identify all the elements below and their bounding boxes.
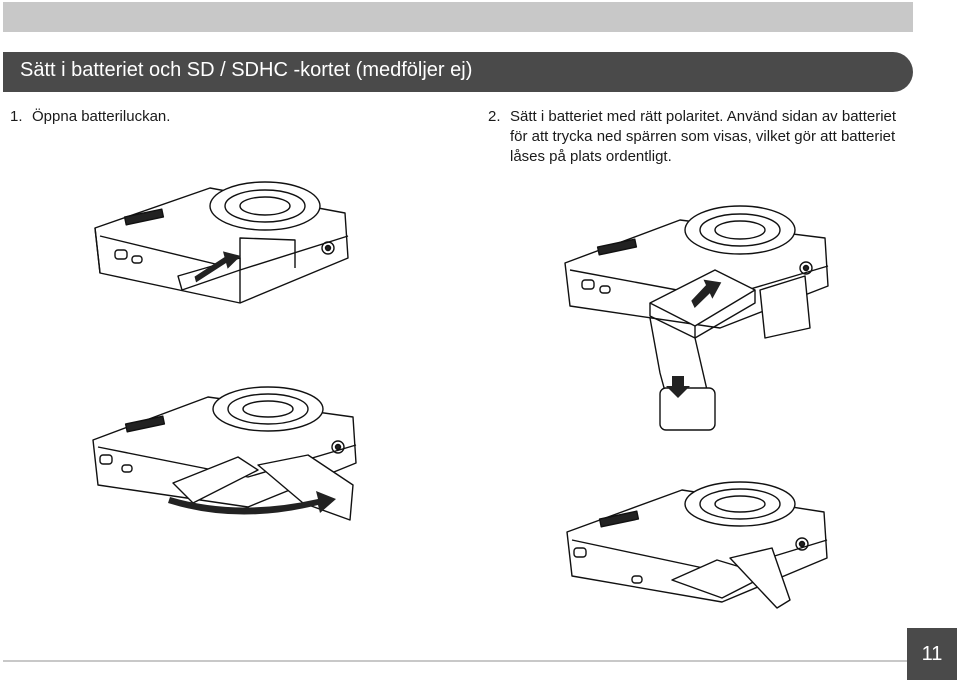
camera-battery-inserted bbox=[566, 481, 828, 609]
camera-close-battery-door bbox=[92, 386, 357, 521]
step-1: 1. Öppna batteriluckan. bbox=[10, 107, 170, 127]
section-header: Sätt i batteriet och SD / SDHC -kortet (… bbox=[3, 52, 913, 92]
top-bar bbox=[3, 2, 913, 32]
step-1-number: 1. bbox=[10, 108, 23, 125]
footer-line bbox=[3, 660, 908, 662]
step-1-text: Öppna batteriluckan. bbox=[32, 108, 171, 125]
step-2-number: 2. bbox=[488, 108, 501, 125]
step-2: 2. Sätt i batteriet med rätt polaritet. … bbox=[488, 107, 898, 167]
camera-insert-battery bbox=[564, 205, 829, 431]
page-number: 11 bbox=[907, 628, 957, 680]
section-title: Sätt i batteriet och SD / SDHC -kortet (… bbox=[20, 59, 473, 81]
camera-open-battery-door bbox=[94, 181, 349, 304]
step-2-text: Sätt i batteriet med rätt polaritet. Anv… bbox=[510, 108, 897, 165]
